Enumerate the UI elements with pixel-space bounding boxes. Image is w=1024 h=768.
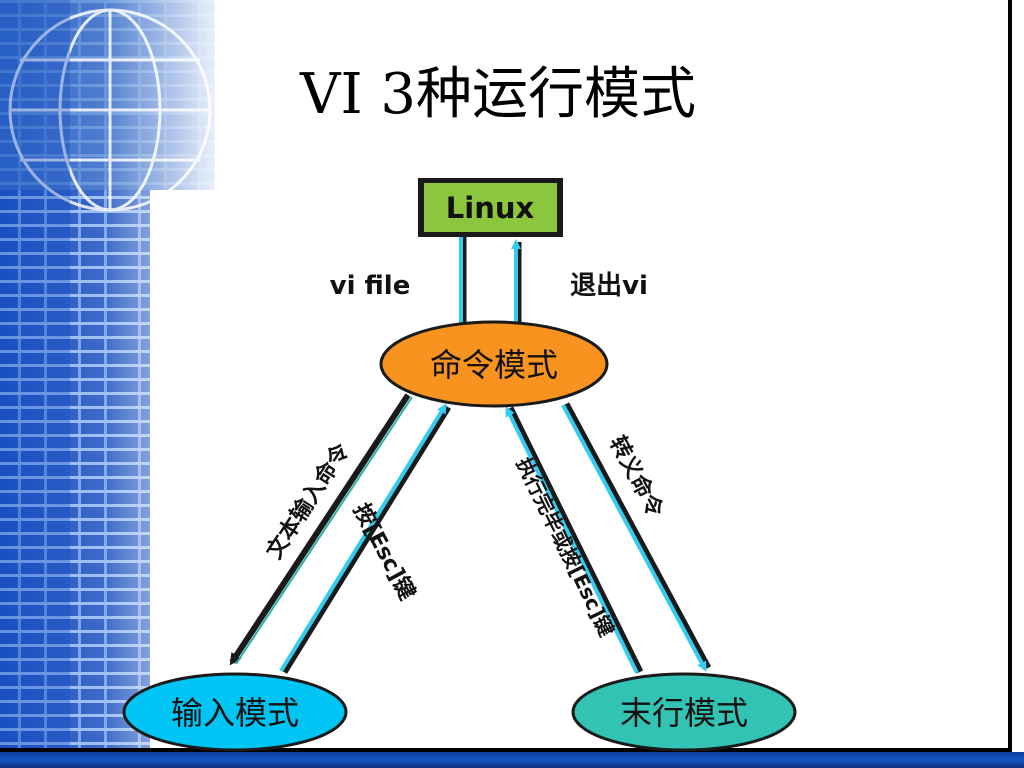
- footer-band: [0, 752, 1024, 768]
- arrow-convert-command: [561, 402, 712, 672]
- node-linux-label: Linux: [446, 191, 535, 225]
- node-command-mode: 命令模式: [379, 320, 609, 408]
- node-command-mode-label: 命令模式: [430, 346, 558, 384]
- label-vi-file: vi file: [330, 271, 411, 301]
- node-insert-mode-label: 输入模式: [171, 694, 299, 732]
- arrow-press-esc: [279, 403, 451, 674]
- arrow-done-or-esc: [505, 406, 644, 674]
- globe-stripes-decoration: [0, 0, 230, 768]
- frame-bottom-border: [0, 748, 1012, 752]
- label-convert-command: 转义命令: [604, 432, 669, 523]
- node-linux: Linux: [418, 178, 563, 237]
- label-quit-vi: 退出vi: [570, 271, 648, 301]
- arrow-quit-vi: [511, 239, 522, 330]
- node-lastline-mode-label: 末行模式: [620, 694, 748, 732]
- node-insert-mode: 输入模式: [122, 672, 348, 752]
- arrow-vi-file: [456, 237, 467, 335]
- frame-right-border: [1008, 0, 1012, 752]
- node-lastline-mode: 末行模式: [571, 672, 797, 752]
- slide-title: VI 3种运行模式: [300, 62, 696, 127]
- arrow-text-input: [229, 393, 413, 666]
